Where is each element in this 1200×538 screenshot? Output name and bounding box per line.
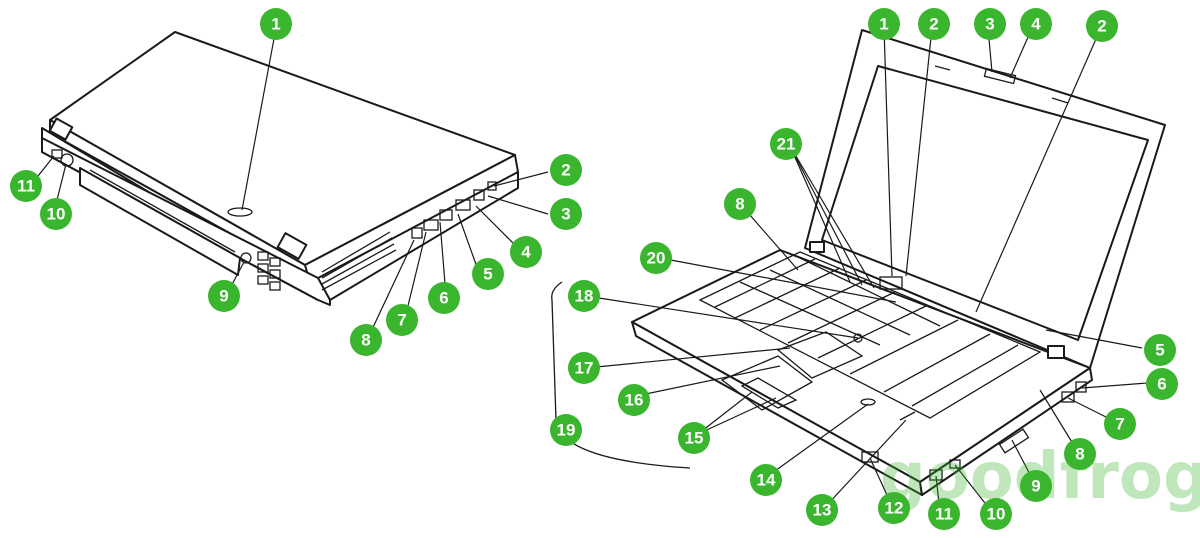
callout-badge: 17 — [568, 352, 600, 384]
svg-text:4: 4 — [1031, 15, 1041, 34]
callout-badge: 18 — [568, 280, 600, 312]
svg-text:7: 7 — [1115, 415, 1124, 434]
svg-text:8: 8 — [361, 331, 370, 350]
callout-badge: 9 — [1020, 470, 1052, 502]
callout-badge: 21 — [770, 128, 802, 160]
callout-badge: 20 — [640, 242, 672, 274]
callout-badge: 14 — [750, 464, 782, 496]
front-callouts: 1 2 3 4 2 21 8 20 18 17 16 15 19 14 13 1… — [550, 8, 1178, 530]
svg-text:18: 18 — [575, 287, 594, 306]
callout-badge: 10 — [980, 498, 1012, 530]
svg-text:7: 7 — [397, 311, 406, 330]
callout-badge: 6 — [428, 282, 460, 314]
svg-text:3: 3 — [985, 15, 994, 34]
svg-text:8: 8 — [735, 195, 744, 214]
callout-badge: 1 — [260, 8, 292, 40]
svg-text:12: 12 — [885, 499, 904, 518]
callout-badge: 4 — [510, 236, 542, 268]
callout-badge: 3 — [550, 198, 582, 230]
svg-text:3: 3 — [561, 205, 570, 224]
callout-badge: 5 — [472, 258, 504, 290]
svg-text:2: 2 — [1097, 17, 1106, 36]
callout-badge: 8 — [724, 188, 756, 220]
callout-badge: 7 — [1104, 408, 1136, 440]
svg-text:17: 17 — [575, 359, 594, 378]
callout-badge: 16 — [618, 384, 650, 416]
callout-badge: 3 — [974, 8, 1006, 40]
svg-text:21: 21 — [777, 135, 796, 154]
svg-text:11: 11 — [17, 177, 35, 196]
callout-badge: 11 — [928, 498, 960, 530]
svg-text:6: 6 — [439, 289, 448, 308]
svg-text:4: 4 — [521, 243, 531, 262]
svg-text:10: 10 — [47, 205, 66, 224]
rear-callouts: 1 2 3 4 5 6 7 8 9 10 11 — [10, 8, 582, 356]
svg-text:8: 8 — [1075, 445, 1084, 464]
svg-text:5: 5 — [1155, 341, 1164, 360]
svg-text:9: 9 — [219, 287, 228, 306]
svg-text:11: 11 — [935, 505, 953, 524]
svg-text:10: 10 — [987, 505, 1006, 524]
svg-text:2: 2 — [561, 161, 570, 180]
svg-text:1: 1 — [271, 15, 280, 34]
callout-badge: 2 — [550, 154, 582, 186]
callout-badge: 2 — [918, 8, 950, 40]
svg-text:16: 16 — [625, 391, 644, 410]
callout-badge: 9 — [208, 280, 240, 312]
front-leader-lines — [585, 27, 1161, 513]
callout-badge: 11 — [10, 170, 42, 202]
svg-text:14: 14 — [757, 471, 776, 490]
callout-badge: 1 — [868, 8, 900, 40]
callout-badge: 13 — [806, 494, 838, 526]
svg-text:1: 1 — [879, 15, 888, 34]
front-laptop-drawing — [551, 29, 1166, 496]
callout-badge: 5 — [1144, 334, 1176, 366]
svg-text:2: 2 — [929, 15, 938, 34]
rear-laptop-drawing — [41, 31, 519, 306]
callout-badge: 2 — [1086, 10, 1118, 42]
svg-text:20: 20 — [647, 249, 666, 268]
callout-badge: 19 — [550, 414, 582, 446]
svg-text:15: 15 — [685, 429, 704, 448]
svg-text:9: 9 — [1031, 477, 1040, 496]
callout-badge: 8 — [1064, 438, 1096, 470]
svg-text:19: 19 — [557, 421, 576, 440]
callout-badge: 15 — [678, 422, 710, 454]
callout-badge: 10 — [40, 198, 72, 230]
callout-badge: 6 — [1146, 368, 1178, 400]
callout-badge: 8 — [350, 324, 382, 356]
svg-text:13: 13 — [813, 501, 832, 520]
callout-badge: 4 — [1020, 8, 1052, 40]
svg-text:6: 6 — [1157, 375, 1166, 394]
callout-badge: 12 — [878, 492, 910, 524]
svg-text:5: 5 — [483, 265, 492, 284]
callout-badge: 7 — [386, 304, 418, 336]
